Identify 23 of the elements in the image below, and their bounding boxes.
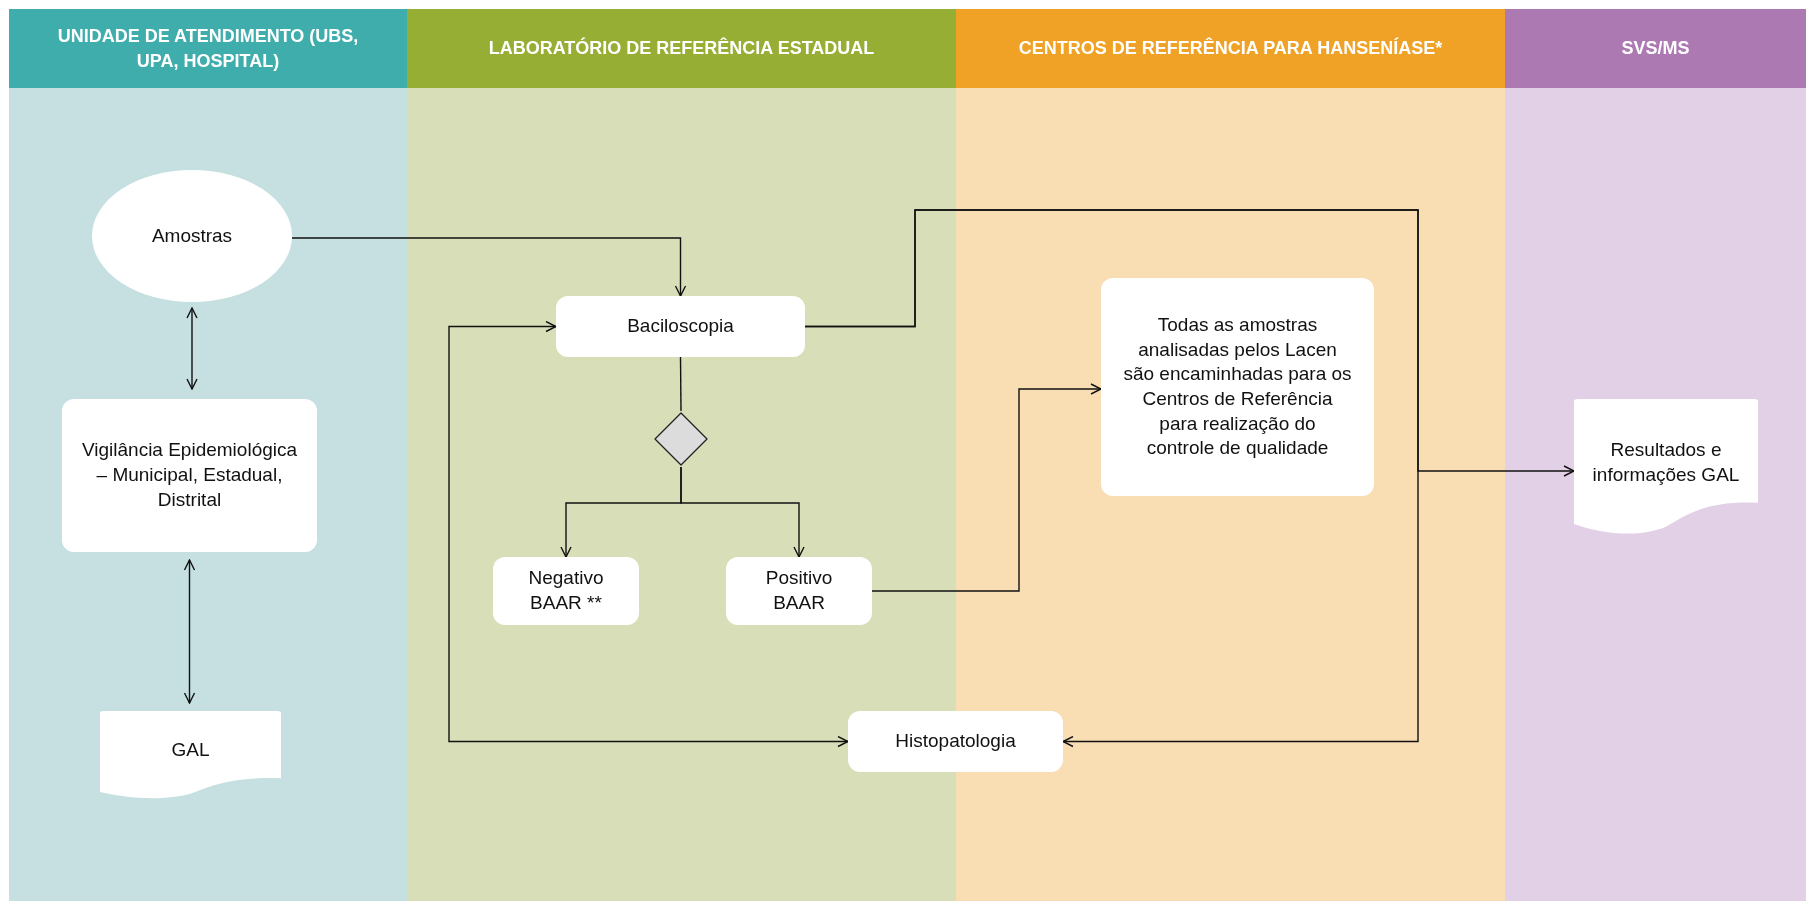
process-box: Baciloscopia	[556, 296, 805, 357]
arrow	[183, 559, 196, 704]
lane-header: CENTROS DE REFERÊNCIA PARA HANSENÍASE*	[956, 9, 1505, 88]
process-box: Histopatologia	[848, 711, 1063, 772]
document-label: Resultados e informações GAL	[1591, 438, 1741, 487]
swimlane	[9, 9, 407, 901]
swimlane	[1505, 9, 1806, 901]
arrow	[871, 383, 1102, 592]
document-label: GAL	[170, 737, 211, 762]
arrow	[448, 320, 849, 748]
decision-diamond	[653, 411, 709, 467]
process-box: Vigilância Epidemiológica – Municipal, Estadual, Distrital	[62, 399, 317, 552]
process-box: Todas as amostras analisadas pelos Lacen são encaminhadas para os Centros de Referência para realização do controle de qualidade	[1101, 278, 1374, 496]
process-box: Negativo BAAR **	[493, 557, 639, 625]
process-box: Positivo BAAR	[726, 557, 872, 625]
arrow	[186, 307, 198, 390]
start-ellipse: Amostras	[92, 170, 292, 302]
lane-header: LABORATÓRIO DE REFERÊNCIA ESTADUAL	[407, 9, 956, 88]
lane-header: UNIDADE DE ATENDIMENTO (UBS, UPA, HOSPITAL)	[9, 9, 407, 88]
arrow	[804, 209, 1575, 477]
arrow	[680, 466, 805, 558]
lane-header: SVS/MS	[1505, 9, 1806, 88]
arrow	[291, 237, 687, 297]
